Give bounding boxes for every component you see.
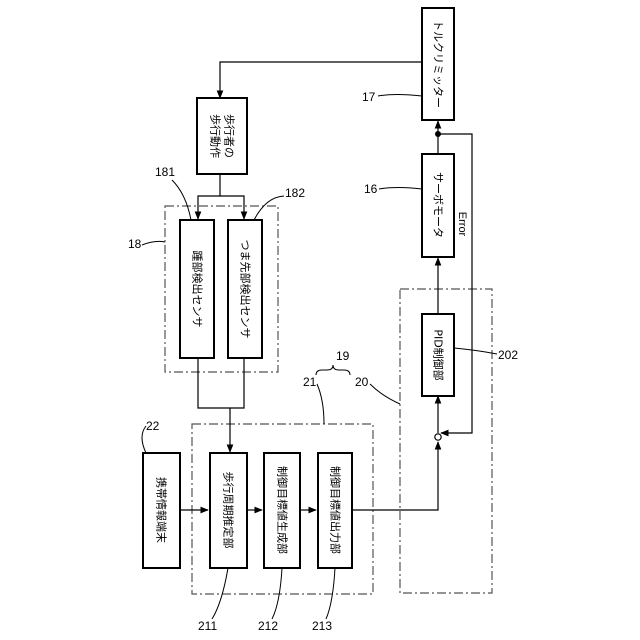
gait-estimator-label: 歩行周期推定部 bbox=[222, 472, 236, 549]
toe-sensor-label: つま先部検出センサ bbox=[239, 240, 253, 339]
leader-181 bbox=[172, 180, 191, 220]
ref-211: 211 bbox=[198, 619, 217, 633]
error-label: Error bbox=[456, 212, 468, 237]
line-torque-to-walking bbox=[220, 62, 422, 98]
ref-17: 17 bbox=[362, 90, 376, 104]
leader-17 bbox=[378, 95, 422, 97]
ref-16: 16 bbox=[364, 182, 378, 196]
ref-213: 213 bbox=[312, 619, 332, 633]
torque-limiter-label: トルクリミッター bbox=[432, 20, 445, 108]
walking-motion-label-2: 歩行動作 bbox=[209, 114, 223, 158]
line-toe-out bbox=[220, 358, 244, 408]
mobile-terminal-label: 携帯情報端末 bbox=[155, 477, 169, 543]
ref-182: 182 bbox=[285, 186, 305, 200]
brace-19 bbox=[316, 365, 350, 375]
branch-dot bbox=[435, 131, 441, 137]
line-heel-out bbox=[198, 358, 220, 408]
ref-19: 19 bbox=[336, 349, 350, 363]
summing-junction bbox=[435, 434, 441, 440]
heel-sensor-label: 踵部検出センサ bbox=[191, 251, 205, 328]
leader-16 bbox=[379, 188, 422, 190]
ref-18: 18 bbox=[128, 237, 142, 251]
line-output-to-sum bbox=[352, 442, 438, 510]
ref-202: 202 bbox=[498, 348, 518, 362]
leader-202 bbox=[454, 348, 497, 354]
ref-20: 20 bbox=[355, 375, 369, 389]
line-walking-to-heel bbox=[198, 174, 220, 219]
leader-18 bbox=[142, 241, 165, 245]
target-generator-label: 制御目標値生成部 bbox=[276, 466, 290, 554]
walking-motion-label-1: 歩行者の bbox=[223, 114, 237, 158]
ref-22: 22 bbox=[146, 419, 160, 433]
servo-motor-label: サーボモータ bbox=[432, 172, 445, 238]
target-output-label: 制御目標値出力部 bbox=[329, 466, 343, 554]
ref-181: 181 bbox=[155, 165, 175, 179]
line-walking-to-toe bbox=[220, 196, 244, 219]
ref-212: 212 bbox=[258, 619, 278, 633]
pid-label: PID制御部 bbox=[432, 329, 446, 380]
leader-182 bbox=[254, 196, 284, 220]
leader-20 bbox=[370, 384, 400, 404]
ref-21: 21 bbox=[303, 375, 317, 389]
leader-21 bbox=[317, 384, 324, 424]
